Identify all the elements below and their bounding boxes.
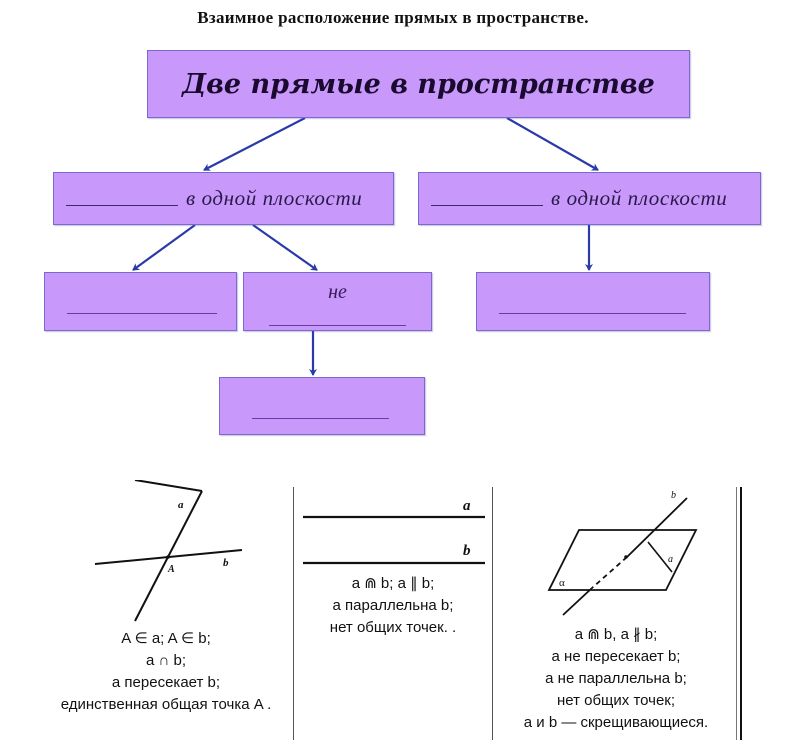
label-b: b <box>223 557 229 569</box>
fill-in-blank[interactable] <box>499 313 686 314</box>
caption-line: a ∩ b; <box>146 652 186 669</box>
box-label: не <box>328 281 347 303</box>
label-point: A <box>167 564 175 575</box>
caption-line: нет общих точек; <box>556 692 676 709</box>
plane-alpha <box>547 529 698 591</box>
panel-divider <box>740 487 742 740</box>
fill-in-blank[interactable] <box>66 205 178 206</box>
label-b: b <box>463 543 471 559</box>
box-label: в одной плоскости <box>551 186 728 210</box>
arrow-left-to-box-b <box>252 224 318 271</box>
caption-line: a ⋒ b, a ∦ b; <box>574 626 658 643</box>
fill-in-blank[interactable] <box>252 418 389 419</box>
fill-in-blank[interactable] <box>431 205 543 206</box>
caption-line: нет общих точек. . <box>329 619 457 636</box>
arrow-root-to-left <box>203 117 306 171</box>
box-right-not-same-plane: в одной плоскости <box>418 172 761 225</box>
caption-line: единственная общая точка A . <box>60 696 272 713</box>
panel-divider <box>293 487 294 740</box>
arrow-root-to-right <box>506 117 599 171</box>
box-d <box>219 377 425 435</box>
page-title: Взаимное расположение прямых в пространс… <box>197 8 589 27</box>
arrow-left-to-box-a <box>132 224 196 271</box>
point-on-b <box>624 555 628 559</box>
caption-line: a пересекает b; <box>111 674 221 691</box>
root-label: Две прямые в пространстве <box>182 68 655 100</box>
box-a <box>44 272 237 331</box>
caption-line: a не пересекает b; <box>551 648 681 665</box>
caption-line: a не параллельна b; <box>545 670 687 687</box>
line-a <box>647 541 673 573</box>
label-a: a <box>463 498 471 514</box>
caption-line: A ∈ a; A ∈ b; <box>121 630 211 647</box>
box-b: не <box>243 272 432 331</box>
root-box: Две прямые в пространстве <box>147 50 690 118</box>
caption-intersecting: A ∈ a; A ∈ b; a ∩ b; a пересекает b; еди… <box>40 628 292 716</box>
panel-divider <box>492 487 493 740</box>
line-a <box>134 480 203 492</box>
box-left-same-plane: в одной плоскости <box>53 172 394 225</box>
panel-divider <box>736 487 737 740</box>
fill-in-blank[interactable] <box>67 313 217 314</box>
line-b-hidden <box>591 556 628 589</box>
label-a: a <box>668 554 673 565</box>
box-c <box>476 272 710 331</box>
caption-line: a и b — скрещивающиеся. <box>523 714 709 731</box>
box-label: в одной плоскости <box>186 186 363 210</box>
caption-skew: a ⋒ b, a ∦ b; a не пересекает b; a не па… <box>494 624 738 734</box>
fill-in-blank[interactable] <box>269 325 406 326</box>
figure-parallel-lines: a b <box>303 498 485 565</box>
point-a <box>166 555 170 559</box>
label-plane: α <box>559 577 565 589</box>
label-a: a <box>178 499 184 511</box>
figure-skew-lines: b a α <box>547 490 698 616</box>
caption-parallel: a ⋒ b; a ∥ b; a параллельна b; нет общих… <box>294 573 492 639</box>
line-b <box>562 587 593 616</box>
caption-line: a ⋒ b; a ∥ b; <box>351 575 435 592</box>
line-b <box>626 497 688 558</box>
caption-line: a параллельна b; <box>332 597 454 614</box>
label-b: b <box>671 490 676 501</box>
figure-intersecting-lines: a b A <box>94 480 243 622</box>
